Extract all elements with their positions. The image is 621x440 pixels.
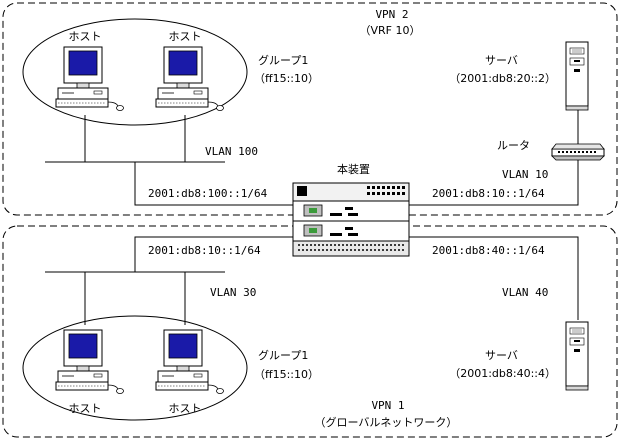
link-vlan100-switch: [134, 162, 293, 206]
main-switch-chassis: [292, 182, 410, 257]
group-bottom-address: （ff15::10）: [254, 368, 319, 381]
vlan30-label: VLAN 30: [210, 286, 256, 299]
server-top-name: サーバ: [485, 54, 518, 67]
vpn2-title: VPN 2: [375, 8, 408, 21]
vlan10-label: VLAN 10: [502, 168, 548, 181]
host-top-right: [155, 46, 224, 111]
switch-label: 本装置: [337, 162, 370, 176]
host-label-bottom-right: ホスト: [169, 402, 202, 415]
router-icon: [551, 143, 605, 161]
vlan40-label: VLAN 40: [502, 286, 548, 299]
server-bottom-address: （2001:db8:40::4）: [449, 367, 556, 380]
vpn1-title: VPN 1: [371, 399, 404, 412]
group-bottom-ellipse: [22, 315, 248, 421]
iface-top-left: 2001:db8:100::1/64: [148, 187, 268, 200]
host-label-top-right: ホスト: [169, 30, 202, 43]
host-top-left: [55, 46, 124, 111]
server-bottom-name: サーバ: [485, 349, 518, 362]
iface-top-right: 2001:db8:10::1/64: [432, 187, 545, 200]
link-switch-server-bottom: [409, 236, 579, 320]
server-top: [565, 41, 589, 111]
group-top-name: グループ1: [258, 53, 308, 67]
host-bottom-right: [155, 329, 224, 394]
network-links: [45, 110, 579, 325]
vpn2-subtitle: （VRF 10）: [360, 24, 421, 37]
vlan100-label: VLAN 100: [205, 145, 258, 158]
router-label: ルータ: [497, 139, 530, 152]
server-top-address: （2001:db8:20::2）: [449, 72, 556, 85]
host-bottom-left: [55, 329, 124, 394]
vpn1-subtitle: （グローバルネットワーク）: [315, 415, 458, 429]
link-switch-vlan30: [134, 236, 293, 272]
group-top-address: （ff15::10）: [254, 72, 319, 85]
link-switch-router: [409, 160, 579, 206]
host-label-bottom-left: ホスト: [69, 402, 102, 415]
group-bottom-name: グループ1: [258, 348, 308, 362]
iface-bottom-left: 2001:db8:10::1/64: [148, 244, 261, 257]
host-label-top-left: ホスト: [69, 30, 102, 43]
server-bottom: [565, 321, 589, 391]
group-top-ellipse: [22, 18, 248, 126]
iface-bottom-right: 2001:db8:40::1/64: [432, 244, 545, 257]
